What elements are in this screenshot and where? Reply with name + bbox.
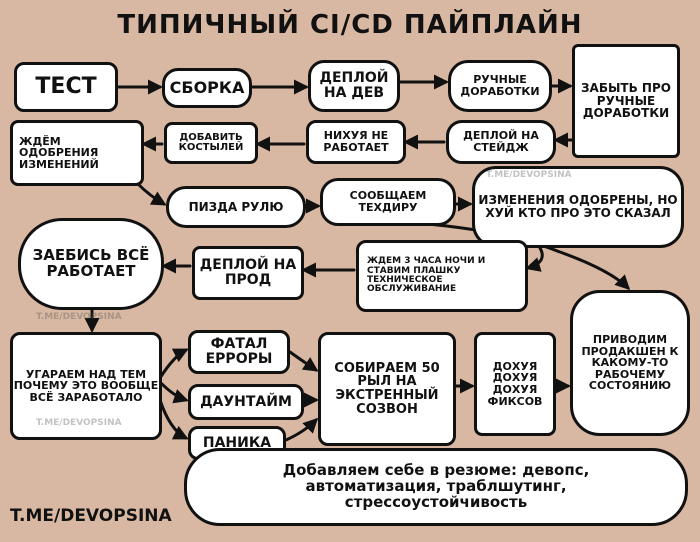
node-fatal-label: ФАТАЛ ЕРРОРЫ: [205, 336, 273, 367]
node-build-label: СБОРКА: [169, 77, 245, 97]
node-resume: Добавляем себе в резюме: девопс, автомат…: [184, 448, 688, 526]
node-works-label: ЗАЕБИСЬ ВСЁ РАБОТАЕТ: [32, 246, 150, 280]
diagram-title: ТИПИЧНЫЙ CI/CD ПАЙПЛАЙН: [117, 10, 583, 40]
node-approved-label: ИЗМЕНЕНИЯ ОДОБРЕНЫ, НО ХУЙ КТО ПРО ЭТО С…: [478, 193, 678, 220]
arrow-laugh-fatal: [158, 348, 189, 380]
node-manual-fixes-label: РУЧНЫЕ ДОРАБОТКИ: [460, 73, 540, 98]
node-works: ЗАЕБИСЬ ВСЁ РАБОТАЕТ: [18, 218, 164, 310]
node-fixes-label: ДОХУЯ ДОХУЯ ДОХУЯ ФИКСОВ: [487, 359, 543, 408]
watermark: T.ME/DEVOPSINA: [36, 312, 122, 322]
node-build: СБОРКА: [162, 68, 252, 108]
node-deploy-prod-label: ДЕПЛОЙ НА ПРОД: [199, 257, 297, 288]
node-forget-manual-label: ЗАБЫТЬ ПРО РУЧНЫЕ ДОРАБОТКИ: [581, 81, 671, 121]
node-downtime-label: ДАУНТАЙМ: [200, 393, 292, 410]
node-deploy-stage: ДЕПЛОЙ НА СТЕЙДЖ: [446, 120, 556, 164]
node-restore: ПРИВОДИМ ПРОДАКШЕН К КАКОМУ-ТО РАБОЧЕМУ …: [570, 290, 690, 436]
node-deploy-dev: ДЕПЛОЙ НА ДЕВ: [308, 60, 400, 112]
node-rudder: ПИЗДА РУЛЮ: [166, 186, 306, 228]
node-deploy-stage-label: ДЕПЛОЙ НА СТЕЙДЖ: [463, 129, 539, 154]
watermark: T.ME/DEVOPSINA: [486, 170, 572, 180]
node-panic-label: ПАНИКА: [202, 434, 272, 451]
node-fixes: ДОХУЯ ДОХУЯ ДОХУЯ ФИКСОВ: [474, 332, 556, 436]
node-laugh: УГАРАЕМ НАД ТЕМ ПОЧЕМУ ЭТО ВООБЩЕ ВСЁ ЗА…: [10, 332, 162, 440]
node-laugh-label: УГАРАЕМ НАД ТЕМ ПОЧЕМУ ЭТО ВООБЩЕ ВСЁ ЗА…: [13, 367, 159, 404]
node-wait-3am: ЖДЕМ 3 ЧАСА НОЧИ И СТАВИМ ПЛАШКУ ТЕХНИЧЕ…: [356, 240, 528, 312]
node-wait-approval: ЖДЁМ ОДОБРЕНИЯ ИЗМЕНЕНИЙ: [10, 120, 144, 186]
arrow-laugh-panic: [158, 398, 189, 440]
arrow-laugh-downtime: [160, 382, 189, 404]
arrow-fatal-call: [288, 350, 319, 372]
node-rudder-label: ПИЗДА РУЛЮ: [188, 199, 284, 214]
node-resume-label: Добавляем себе в резюме: девопс, автомат…: [282, 461, 590, 511]
node-wait-approval-label: ЖДЁМ ОДОБРЕНИЯ ИЗМЕНЕНИЙ: [19, 134, 99, 171]
node-tell-tech: СООБЩАЕМ ТЕХДИРУ: [320, 178, 456, 226]
node-not-working-label: НИХУЯ НЕ РАБОТАЕТ: [323, 129, 389, 154]
watermark: T.ME/DEVOPSINA: [36, 418, 122, 428]
node-approved: ИЗМЕНЕНИЯ ОДОБРЕНЫ, НО ХУЙ КТО ПРО ЭТО С…: [472, 166, 684, 248]
node-wait-3am-label: ЖДЕМ 3 ЧАСА НОЧИ И СТАВИМ ПЛАШКУ ТЕХНИЧЕ…: [367, 256, 486, 295]
node-restore-label: ПРИВОДИМ ПРОДАКШЕН К КАКОМУ-ТО РАБОЧЕМУ …: [581, 333, 679, 393]
node-forget-manual: ЗАБЫТЬ ПРО РУЧНЫЕ ДОРАБОТКИ: [572, 44, 680, 158]
node-deploy-prod: ДЕПЛОЙ НА ПРОД: [192, 246, 304, 300]
node-call-label: СОБИРАЕМ 50 РЫЛ НА ЭКСТРЕННЫЙ СОЗВОН: [334, 360, 440, 417]
node-manual-fixes: РУЧНЫЕ ДОРАБОТКИ: [448, 60, 552, 112]
footer-channel: T.ME/DEVOPSINA: [10, 506, 172, 526]
node-not-working: НИХУЯ НЕ РАБОТАЕТ: [306, 120, 406, 164]
node-downtime: ДАУНТАЙМ: [188, 384, 304, 420]
node-tell-tech-label: СООБЩАЕМ ТЕХДИРУ: [349, 189, 427, 214]
arrow-panic-call: [284, 417, 319, 442]
node-test: ТЕСТ: [14, 62, 118, 112]
node-test-label: ТЕСТ: [35, 74, 97, 100]
arrow-approved-wait3: [525, 246, 544, 272]
arrow-wait-rudder: [136, 182, 167, 206]
node-deploy-dev-label: ДЕПЛОЙ НА ДЕВ: [319, 70, 389, 101]
node-add-crutches-label: ДОБАВИТЬ КОСТЫЛЕЙ: [178, 131, 244, 153]
node-fatal: ФАТАЛ ЕРРОРЫ: [188, 330, 290, 374]
node-call: СОБИРАЕМ 50 РЫЛ НА ЭКСТРЕННЫЙ СОЗВОН: [318, 332, 456, 446]
node-add-crutches: ДОБАВИТЬ КОСТЫЛЕЙ: [164, 122, 258, 164]
